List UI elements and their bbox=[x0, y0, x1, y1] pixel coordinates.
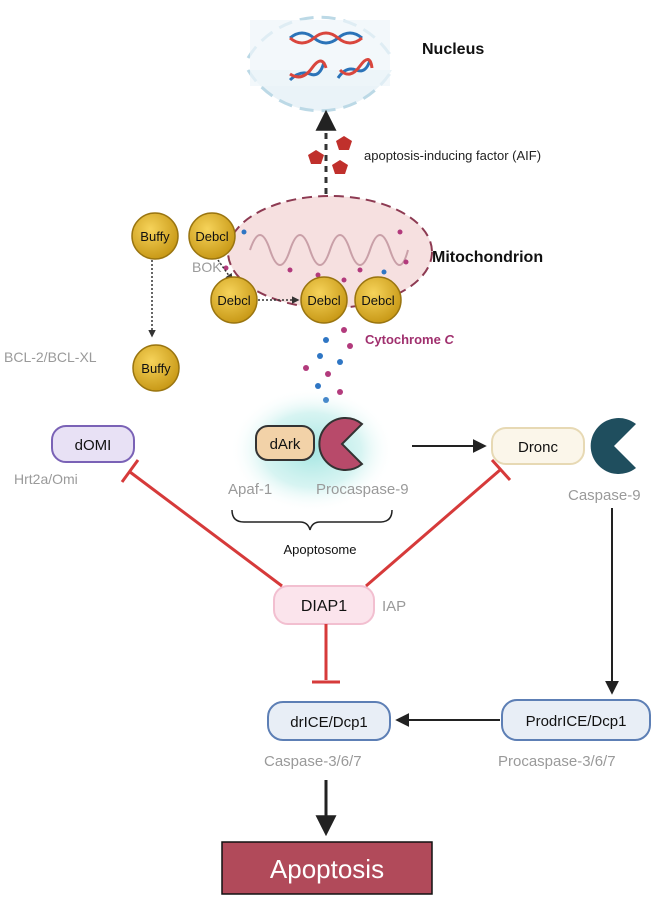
apoptosome-brace bbox=[231, 509, 393, 531]
drice-homolog: Caspase-3/6/7 bbox=[264, 753, 362, 770]
svg-text:Buffy: Buffy bbox=[141, 361, 171, 376]
diap1-inhibits-dronc bbox=[365, 458, 512, 588]
prodrice-node: ProdrICE/Dcp1 bbox=[501, 699, 651, 741]
caspase9-icon bbox=[590, 418, 636, 475]
dark-homolog: Apaf-1 bbox=[228, 481, 272, 498]
aif-label: apoptosis-inducing factor (AIF) bbox=[364, 148, 541, 163]
svg-text:Debcl: Debcl bbox=[307, 293, 340, 308]
debcl-pair-left: Debcl bbox=[300, 276, 348, 324]
bcl2-label: BCL-2/BCL-XL bbox=[4, 349, 97, 365]
apoptosome-label: Apoptosome bbox=[284, 542, 357, 557]
dronc-node: Dronc bbox=[491, 427, 585, 465]
apoptosis-box: Apoptosis bbox=[221, 841, 433, 895]
debcl-top: Debcl bbox=[188, 212, 236, 260]
domi-homolog: Hrt2a/Omi bbox=[14, 471, 78, 487]
diap1-inhibits-drice bbox=[312, 624, 340, 684]
dna-icon bbox=[288, 31, 374, 82]
buffy-top: Buffy bbox=[131, 212, 179, 260]
bok-label: BOK bbox=[192, 259, 222, 275]
svg-text:drICE/Dcp1: drICE/Dcp1 bbox=[290, 714, 368, 731]
domi-node: dOMI bbox=[51, 425, 135, 463]
buffy-bottom: Buffy bbox=[132, 344, 180, 392]
procaspase9-label: Procaspase-9 bbox=[316, 481, 409, 498]
aif-icon bbox=[308, 136, 352, 174]
svg-text:Debcl: Debcl bbox=[217, 293, 250, 308]
diap1-node: DIAP1 bbox=[273, 585, 375, 625]
diap1-homolog: IAP bbox=[382, 598, 406, 615]
svg-text:Debcl: Debcl bbox=[361, 293, 394, 308]
svg-text:ProdrICE/Dcp1: ProdrICE/Dcp1 bbox=[526, 713, 627, 730]
mitochondrion-label: Mitochondrion bbox=[432, 249, 543, 266]
dronc-homolog: Caspase-9 bbox=[568, 487, 641, 504]
drice-node: drICE/Dcp1 bbox=[267, 701, 391, 741]
svg-text:DIAP1: DIAP1 bbox=[301, 598, 347, 615]
svg-text:dOMI: dOMI bbox=[75, 437, 112, 454]
nucleus bbox=[246, 15, 394, 113]
debcl-pair-right: Debcl bbox=[354, 276, 402, 324]
svg-text:Apoptosis: Apoptosis bbox=[270, 854, 384, 884]
nucleus-label: Nucleus bbox=[422, 41, 484, 58]
svg-text:dArk: dArk bbox=[270, 436, 301, 453]
dark-node: dArk bbox=[255, 425, 315, 461]
procaspase9-icon bbox=[318, 417, 364, 471]
diap1-inhibits-domi bbox=[120, 459, 283, 588]
prodrice-homolog: Procaspase-3/6/7 bbox=[498, 753, 616, 770]
svg-text:Debcl: Debcl bbox=[195, 229, 228, 244]
cytochrome-label: Cytochrome C bbox=[365, 332, 454, 347]
svg-text:Dronc: Dronc bbox=[518, 439, 559, 456]
debcl-middle: Debcl bbox=[210, 276, 258, 324]
svg-text:Buffy: Buffy bbox=[140, 229, 170, 244]
